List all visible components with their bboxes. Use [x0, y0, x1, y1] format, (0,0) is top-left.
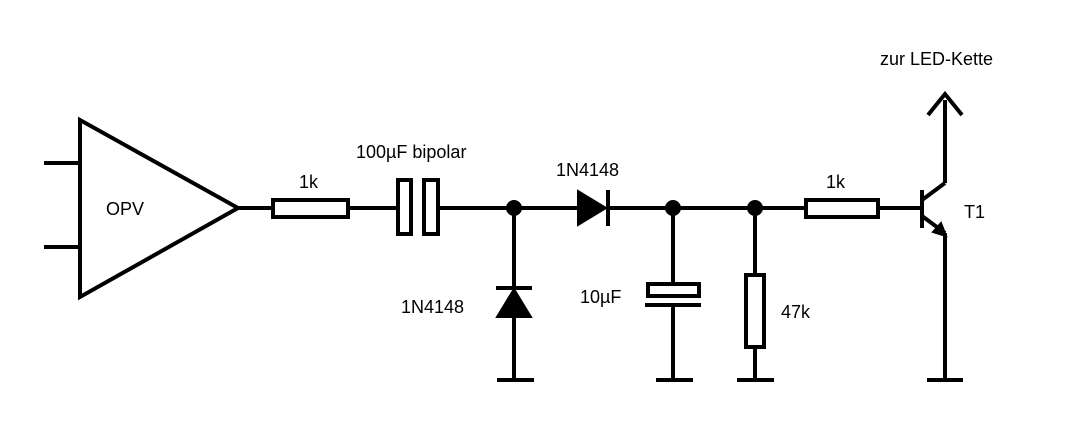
output-arrow-icon — [926, 90, 964, 117]
resistor-load-label: 47k — [781, 302, 811, 322]
resistor-base-label: 1k — [826, 172, 846, 192]
capacitor-filter-label: 10µF — [580, 287, 621, 307]
opamp-label: OPV — [106, 199, 144, 219]
resistor-load — [737, 208, 774, 382]
diode-series-label: 1N4148 — [556, 160, 619, 180]
diode-shunt-label: 1N4148 — [401, 297, 464, 317]
transistor-t1 — [920, 100, 963, 382]
capacitor-bipolar-label: 100µF bipolar — [356, 142, 466, 162]
transistor-label: T1 — [964, 202, 985, 222]
capacitor-filter — [645, 208, 701, 382]
capacitor-bipolar — [396, 178, 440, 236]
resistor-base — [804, 198, 880, 219]
diode-series — [577, 189, 610, 227]
opamp-symbol — [44, 116, 243, 301]
resistor-input — [271, 198, 350, 219]
diode-shunt — [495, 208, 534, 382]
resistor-input-label: 1k — [299, 172, 319, 192]
output-label: zur LED-Kette — [880, 49, 993, 69]
